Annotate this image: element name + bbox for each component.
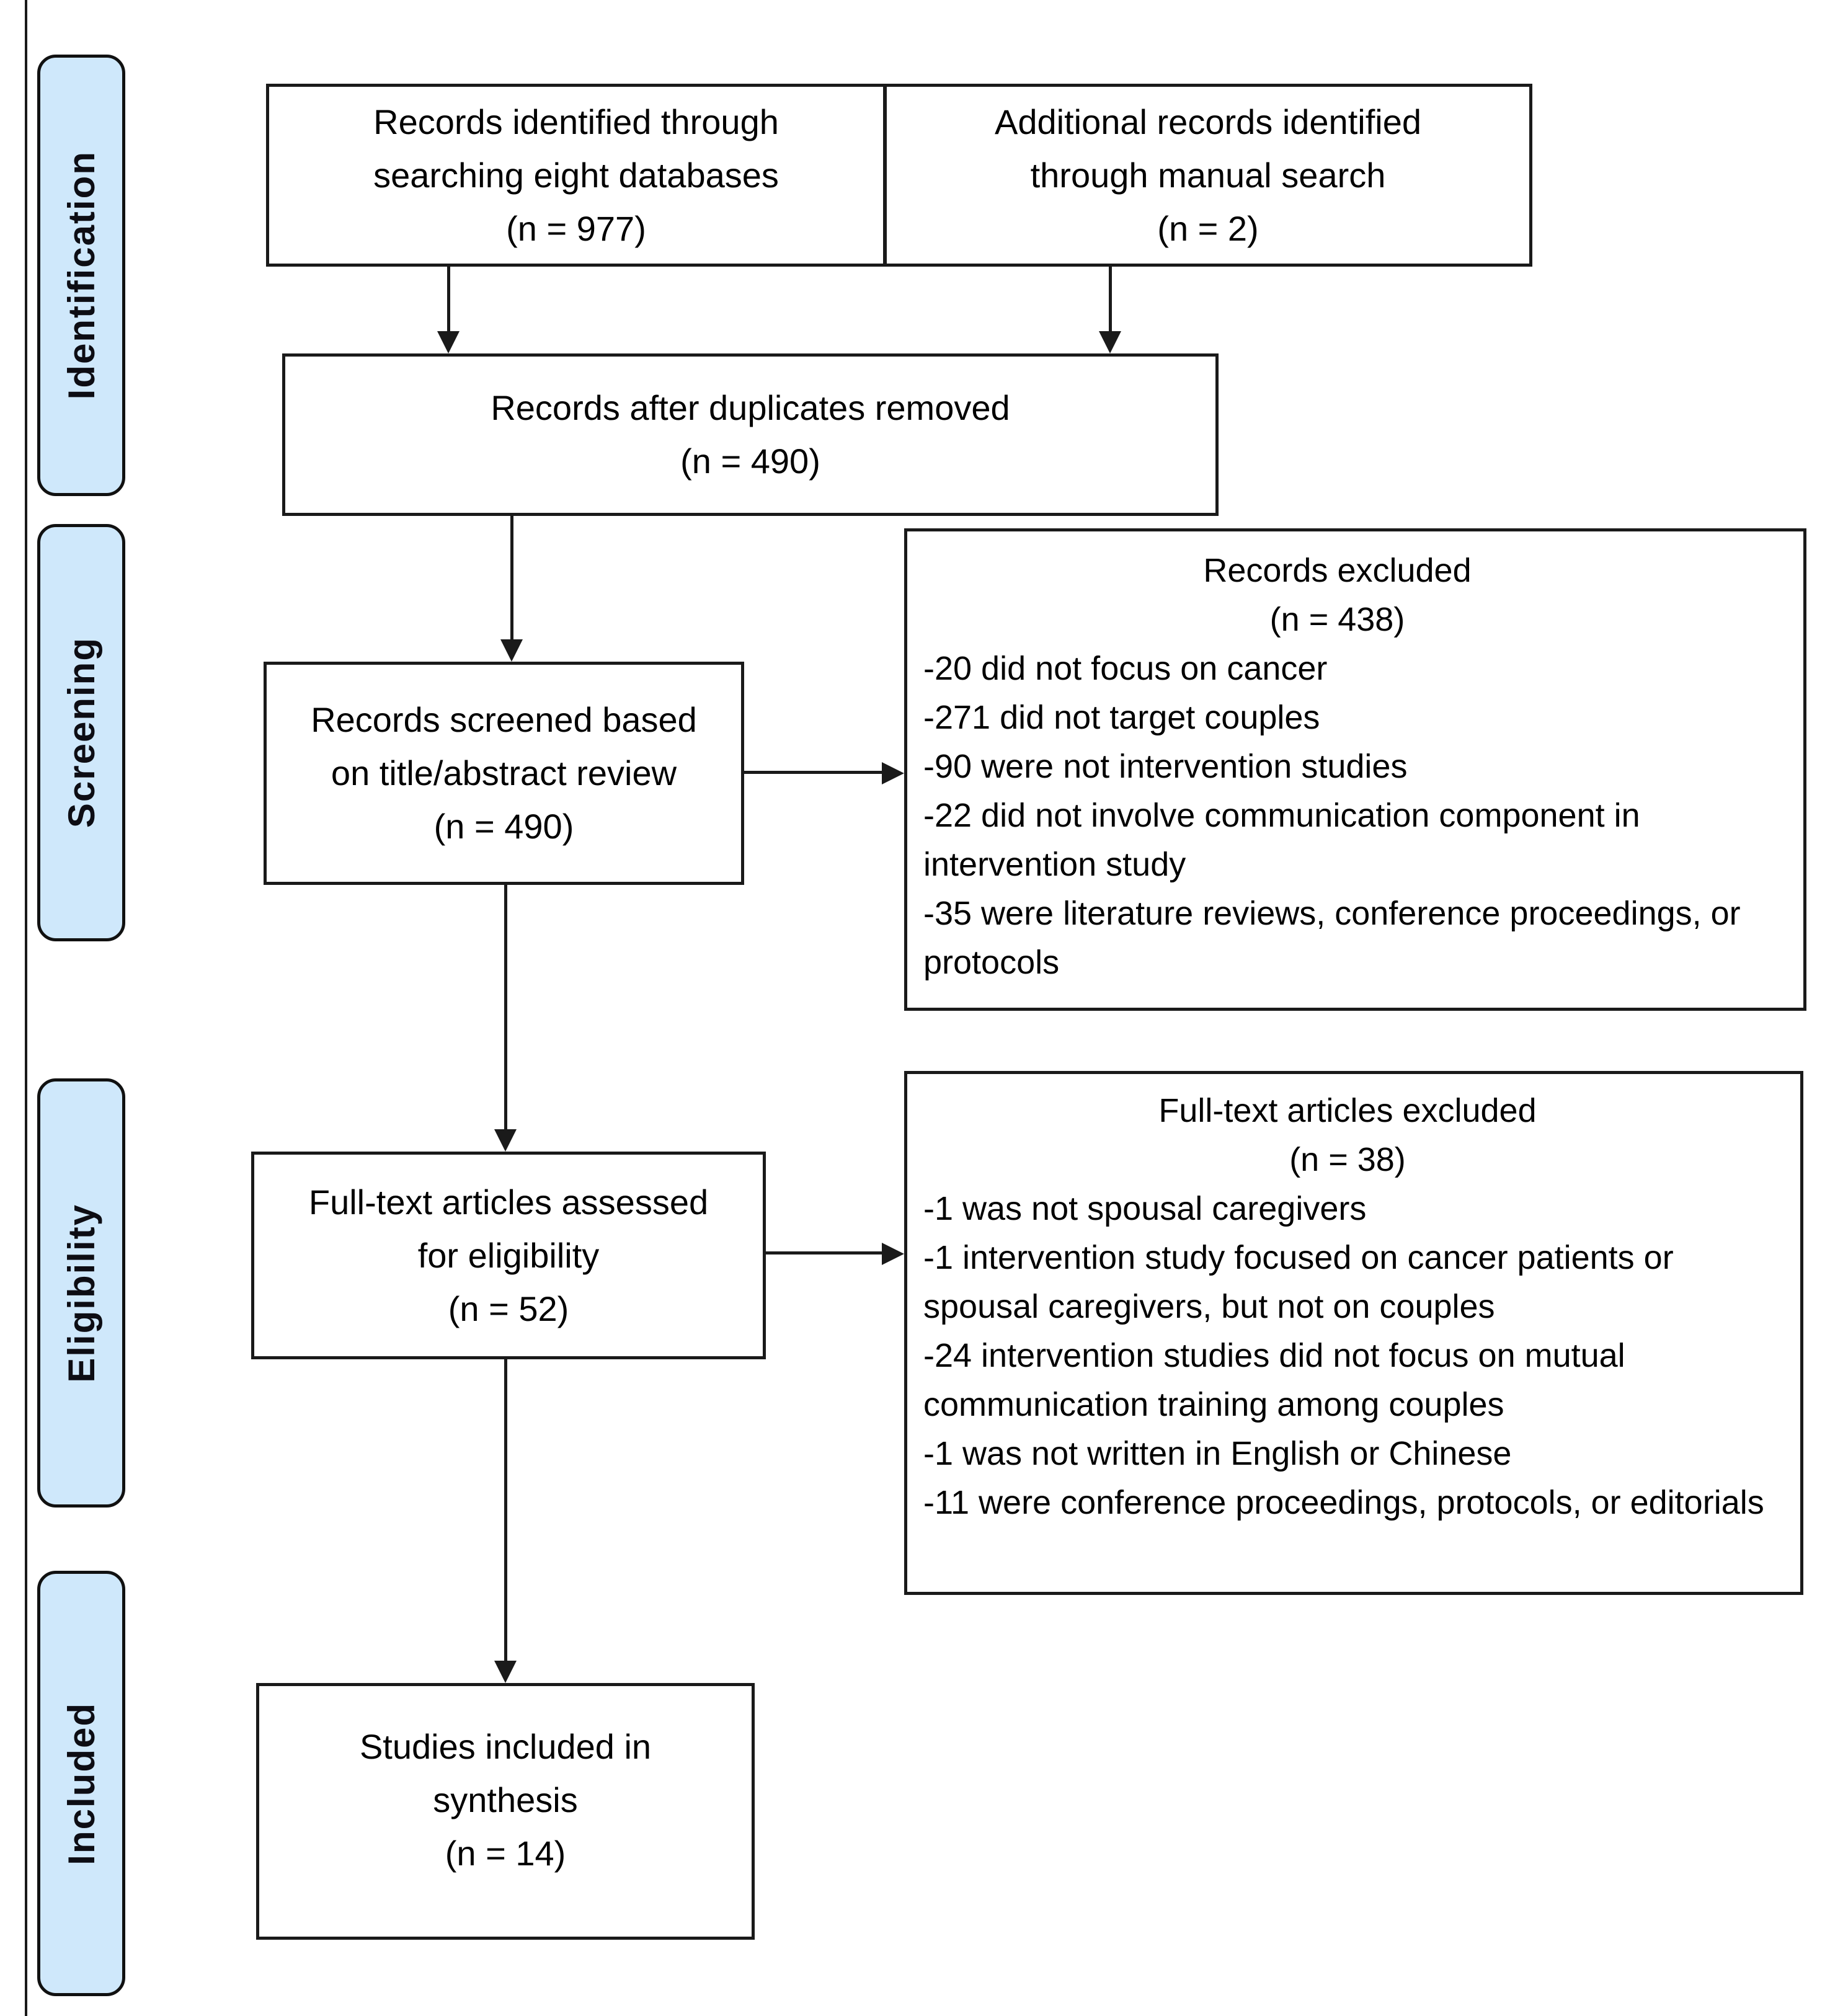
records-after-duplicates-box: Records after duplicates removed (n = 49… [282, 353, 1219, 516]
arrow-screened-to-excluded-line [744, 771, 882, 774]
stage-label-included: Included [37, 1571, 125, 1996]
excluded-title: Full-text articles excluded [1158, 1092, 1537, 1129]
arrow-fulltext-to-excluded-head [882, 1243, 904, 1265]
exclusion-reason: -20 did not focus on cancer [923, 650, 1328, 687]
box-text-line: for eligibility [417, 1235, 600, 1275]
box-text-line: (n = 2) [1157, 208, 1259, 248]
exclusion-reason: -1 intervention study focused on cancer … [923, 1239, 1674, 1325]
stage-label-screening: Screening [37, 524, 125, 941]
box-text-line: (n = 52) [448, 1289, 569, 1328]
exclusion-reason: -24 intervention studies did not focus o… [923, 1337, 1625, 1423]
records-excluded-box: Records excluded (n = 438) -20 did not f… [904, 528, 1806, 1011]
stage-label-identification: Identification [37, 55, 125, 496]
additional-records-box: Additional records identified through ma… [884, 84, 1532, 267]
studies-included-box: Studies included in synthesis (n = 14) [256, 1683, 755, 1940]
box-text-line: Studies included in [359, 1727, 652, 1766]
exclusion-reason: -1 was not spousal caregivers [923, 1190, 1367, 1227]
exclusion-reason: -35 were literature reviews, conference … [923, 895, 1741, 981]
box-text-line: synthesis [433, 1780, 578, 1819]
arrow-identified-to-dedup-head [437, 331, 460, 353]
records-identified-box: Records identified through searching eig… [266, 84, 886, 267]
box-text-line: (n = 14) [445, 1834, 566, 1873]
arrow-screened-to-fulltext-head [494, 1129, 517, 1152]
stage-label-text: Eligibility [60, 1203, 102, 1383]
arrow-additional-to-dedup-line [1109, 267, 1112, 331]
arrow-identified-to-dedup-line [447, 267, 450, 331]
arrow-dedup-to-screened-head [500, 639, 523, 662]
box-text-line: (n = 490) [680, 442, 820, 481]
arrow-additional-to-dedup-head [1099, 331, 1121, 353]
exclusion-reason: -1 was not written in English or Chinese [923, 1435, 1512, 1472]
box-text-line: Records after duplicates removed [491, 388, 1010, 427]
arrow-fulltext-to-included-head [494, 1661, 517, 1683]
stage-label-eligibility: Eligibility [37, 1078, 125, 1508]
records-screened-box: Records screened based on title/abstract… [264, 662, 744, 885]
exclusion-reason: -11 were conference proceedings, protoco… [923, 1484, 1764, 1521]
box-text-line: on title/abstract review [331, 753, 677, 793]
arrow-fulltext-to-excluded-line [766, 1251, 882, 1254]
stage-label-text: Included [60, 1702, 102, 1865]
exclusion-reason: -22 did not involve communication compon… [923, 797, 1640, 883]
box-text-line: Records screened based [311, 700, 697, 739]
page-border-line [25, 0, 27, 2016]
exclusion-reason: -90 were not intervention studies [923, 748, 1408, 785]
box-text-line: (n = 490) [433, 807, 574, 846]
box-text-line: Full-text articles assessed [308, 1182, 709, 1222]
fulltext-assessed-box: Full-text articles assessed for eligibil… [251, 1152, 766, 1359]
box-text-line: (n = 977) [506, 208, 646, 248]
box-text-line: through manual search [1030, 155, 1386, 195]
stage-label-text: Identification [60, 151, 102, 400]
exclusion-reason: -271 did not target couples [923, 699, 1320, 736]
box-text-line: Additional records identified [995, 102, 1421, 141]
stage-label-text: Screening [60, 637, 102, 828]
box-text-line: searching eight databases [373, 155, 779, 195]
arrow-screened-to-fulltext-line [504, 885, 507, 1130]
excluded-title: Records excluded [1203, 552, 1472, 589]
arrow-screened-to-excluded-head [882, 762, 904, 784]
fulltext-excluded-box: Full-text articles excluded (n = 38) -1 … [904, 1071, 1803, 1595]
arrow-fulltext-to-included-line [504, 1359, 507, 1661]
excluded-count: (n = 438) [1269, 601, 1405, 638]
arrow-dedup-to-screened-line [510, 516, 513, 640]
excluded-count: (n = 38) [1289, 1141, 1406, 1178]
box-text-line: Records identified through [373, 102, 779, 141]
